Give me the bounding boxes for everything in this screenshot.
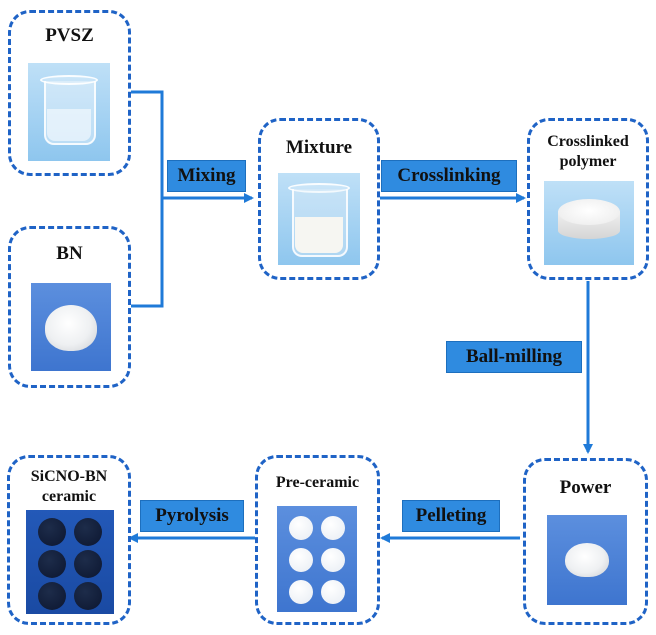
pellet [321,516,345,540]
pellet [321,580,345,604]
white-pellets-icon [277,506,357,612]
pre-ceramic-node: Pre-ceramic [255,455,380,625]
pelleting-step-label: Pelleting [402,500,500,532]
powder-pile-icon [565,543,609,577]
pellet [289,516,313,540]
pvsz-connector [131,90,164,198]
pellet [74,550,102,578]
crosslinked-label-line1: Crosslinked [547,133,629,150]
pyrolysis-step-label: Pyrolysis [140,500,244,532]
ball-milling-step-label: Ball-milling [446,341,582,373]
bn-photo [31,283,111,371]
pvsz-photo [28,63,110,161]
mixing-step-label: Mixing [167,160,246,192]
mixture-label: Mixture [285,137,353,158]
mixture-photo [278,173,360,265]
bn-node: BN [8,226,131,388]
crosslinked-photo [544,181,634,265]
crosslinked-label-line2: polymer [559,153,617,170]
power-node: Power [523,458,648,625]
sicno-bn-ceramic-node: SiCNO-BN ceramic [7,455,131,625]
sicno-label-line1: SiCNO-BN [30,468,108,485]
dark-pellets-icon [26,510,114,614]
pvsz-node: PVSZ [8,10,131,176]
bn-connector [131,198,164,308]
powder-pile-icon [45,305,97,351]
bn-label: BN [56,243,83,264]
beaker-icon [288,183,350,193]
pellet [321,548,345,572]
pellet [74,582,102,610]
power-label: Power [559,477,612,498]
pvsz-label: PVSZ [45,25,94,46]
pellet [289,548,313,572]
pellet [38,582,66,610]
power-photo [547,515,627,605]
mixture-node: Mixture [258,118,380,280]
beaker-icon [40,75,98,85]
sicno-label-line2: ceramic [41,488,97,505]
pre-ceramic-label: Pre-ceramic [275,474,360,491]
pellet [38,518,66,546]
pellet [74,518,102,546]
pellet [289,580,313,604]
pellet [38,550,66,578]
crosslinking-step-label: Crosslinking [381,160,517,192]
polymer-disc-icon [558,199,620,225]
crosslinked-polymer-node: Crosslinked polymer [527,118,649,280]
